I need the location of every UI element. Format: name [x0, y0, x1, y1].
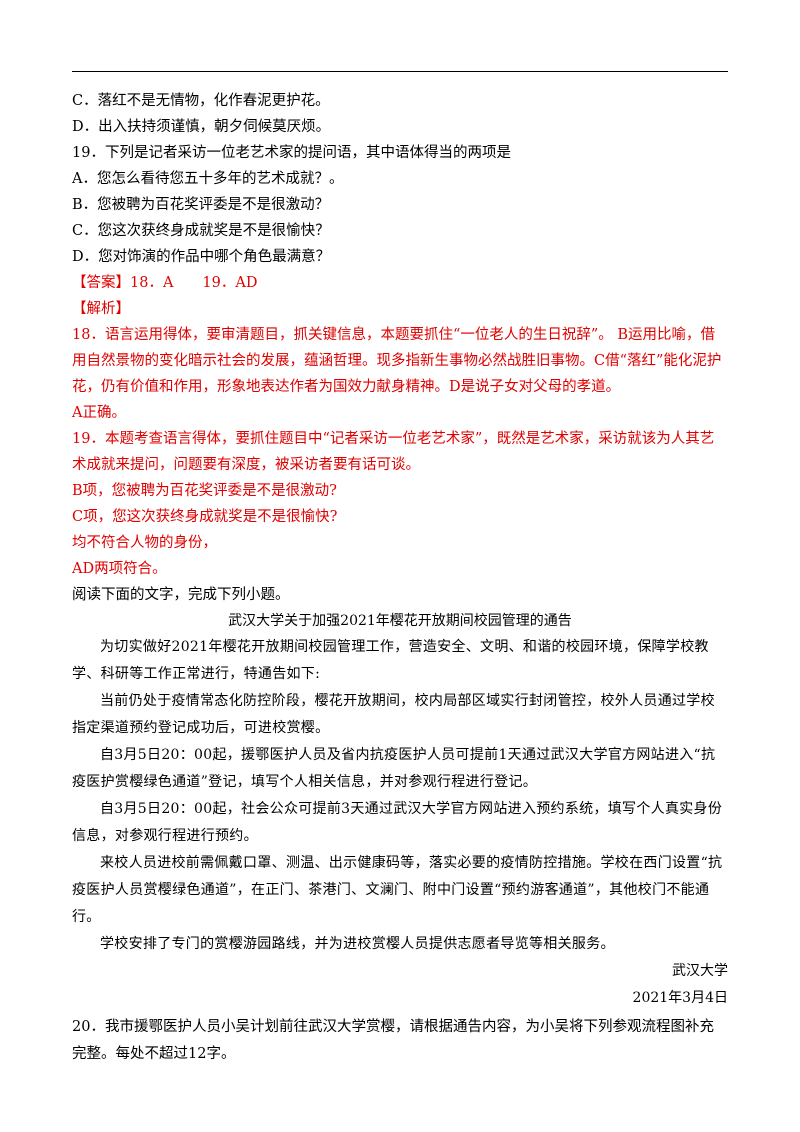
option-c-prev: C．落红不是无情物，化作春泥更护花。: [72, 93, 330, 109]
analysis-19-conclusion: AD两项符合。: [72, 561, 167, 577]
reading-intro: 阅读下面的文字，完成下列小题。: [72, 587, 290, 603]
notice-signer: 武汉大学: [672, 963, 728, 979]
analysis-19-b: B项，您被聘为百花奖评委是不是很激动?: [72, 483, 337, 499]
question-19-option-a: A．您怎么看待您五十多年的艺术成就？。: [72, 171, 344, 187]
notice-paragraph-5: 来校人员进校前需佩戴口罩、测温、出示健康码等，落实必要的疫情防控措施。学校在西门…: [72, 855, 723, 925]
analysis-18-conclusion: A正确。: [72, 405, 126, 421]
page-content: C．落红不是无情物，化作春泥更护花。 D．出入扶持须谨慎，朝夕伺候莫厌烦。 19…: [72, 88, 728, 1068]
analysis-19-d: 均不符合人物的身份，: [72, 535, 217, 551]
answer-line: 【答案】18．A 19．AD: [72, 275, 258, 291]
notice-block: 武汉大学关于加强2021年樱花开放期间校园管理的通告 为切实做好2021年樱花开…: [72, 608, 728, 1012]
question-19-stem: 19．下列是记者采访一位老艺术家的提问语，其中语体得当的两项是: [72, 145, 511, 161]
question-20: 20．我市援鄂医护人员小吴计划前往武汉大学赏樱，请根据通告内容，为小吴将下列参观…: [72, 1019, 714, 1062]
header-rule: [72, 71, 728, 72]
question-19-option-d: D．您对饰演的作品中哪个角色最满意？: [72, 249, 331, 265]
option-d-prev: D．出入扶持须谨慎，朝夕伺候莫厌烦。: [72, 119, 331, 135]
analysis-19: 19．本题考查语言得体，要抓住题目中“记者采访一位老艺术家”，既然是艺术家，采访…: [72, 431, 715, 473]
analysis-label: 【解析】: [72, 301, 130, 317]
notice-paragraph-6: 学校安排了专门的赏樱游园路线，并为进校赏樱人员提供志愿者导览等相关服务。: [100, 936, 615, 952]
notice-date: 2021年3月4日: [632, 990, 728, 1006]
notice-title: 武汉大学关于加强2021年樱花开放期间校园管理的通告: [228, 613, 572, 629]
notice-paragraph-2: 当前仍处于疫情常态化防控阶段，樱花开放期间，校内局部区域实行封闭管控，校外人员通…: [72, 693, 715, 736]
analysis-18: 18．语言运用得体，要审清题目，抓关键信息，本题要抓住“一位老人的生日祝辞”。 …: [72, 327, 722, 395]
analysis-19-c: C项，您这次获终身成就奖是不是很愉快?: [72, 509, 338, 525]
question-19-option-c: C．您这次获终身成就奖是不是很愉快？: [72, 223, 330, 239]
notice-paragraph-1: 为切实做好2021年樱花开放期间校园管理工作，营造安全、文明、和谐的校园环境，保…: [72, 639, 709, 682]
notice-paragraph-3: 自3月5日20：00起，援鄂医护人员及省内抗疫医护人员可提前1天通过武汉大学官方…: [72, 747, 716, 790]
notice-paragraph-4: 自3月5日20：00起，社会公众可提前3天通过武汉大学官方网站进入预约系统，填写…: [72, 801, 723, 844]
question-19-option-b: B．您被聘为百花奖评委是不是很激动？: [72, 197, 330, 213]
